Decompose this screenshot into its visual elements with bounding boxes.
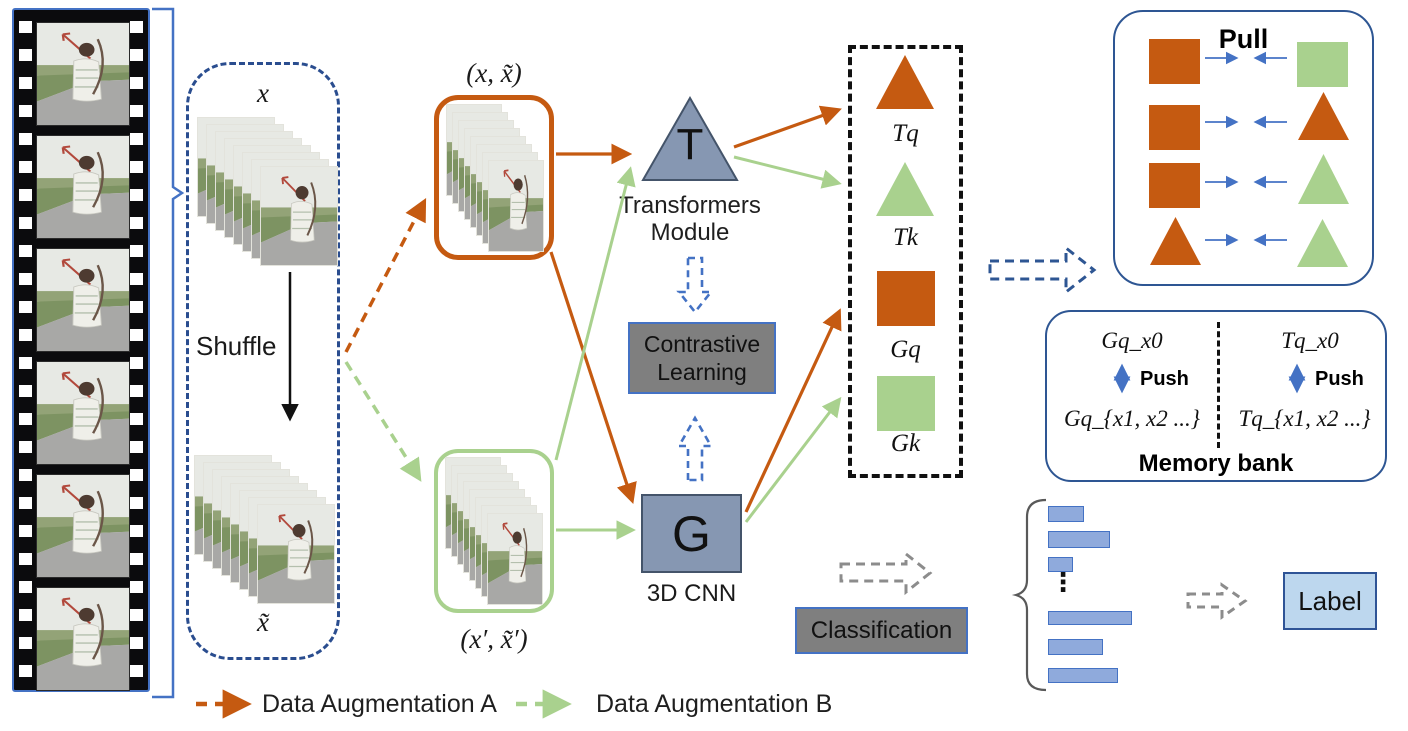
memory-left-query: Gq_x0 (1101, 328, 1163, 353)
features-to-pull-dashed-arrow (988, 244, 1097, 296)
feature-column-box (848, 45, 963, 478)
video-frame-4 (36, 361, 130, 465)
augmented-pair-a-box (434, 95, 554, 260)
video-frame-6 (36, 587, 130, 691)
pair-b-stack (445, 457, 545, 607)
memory-bank-box: Gq_x0 Push Gq_{x1, x2 ...} Tq_x0 Push Tq… (1045, 310, 1387, 482)
transformer-to-tq-arrow (733, 105, 842, 149)
score-bar-1 (1048, 506, 1084, 522)
legend-aug-a-text: Data Augmentation A (262, 690, 497, 718)
pair-b-label: (x′, x̃′) (460, 624, 528, 654)
feature-label-tk: Tk (893, 224, 918, 251)
transformer-to-contrastive-dashed-arrow (676, 256, 714, 315)
clip-x-label: x (257, 78, 269, 108)
legend-aug-b-text: Data Augmentation B (596, 690, 833, 718)
transformer-to-tk-arrow (733, 155, 842, 189)
cnn-to-classification-dashed-arrow (839, 550, 933, 596)
pull-box: Pull (1113, 10, 1374, 286)
pull-row3-right (1298, 154, 1349, 204)
cnn-to-contrastive-dashed-arrow (676, 415, 714, 482)
memory-divider (1217, 322, 1220, 448)
feature-shape-gq (877, 271, 935, 326)
aug-a-dashed-arrow (344, 197, 427, 353)
shuffle-label: Shuffle (196, 331, 277, 361)
memory-right-push-label: Push (1315, 368, 1364, 390)
scores-brace (1011, 498, 1047, 692)
score-bar-4 (1048, 611, 1132, 625)
clip-stack-x (197, 117, 342, 269)
cnn-box: G (641, 494, 742, 573)
film-sprocket-holes-right (130, 15, 143, 685)
aug-b-dashed-arrow (344, 361, 422, 482)
pull-row1-left (1149, 39, 1200, 84)
video-frame-3 (36, 248, 130, 352)
memory-bank-caption: Memory bank (1138, 450, 1294, 477)
contrastive-learning-box: Contrastive Learning (628, 322, 776, 394)
memory-left-push-label: Push (1140, 368, 1189, 390)
clip-x-tilde-label: x̃ (257, 607, 269, 637)
cnn-to-gk-arrow (744, 396, 842, 523)
pull-row1-right (1297, 42, 1348, 87)
memory-left-bank: Gq_{x1, x2 ...} (1064, 406, 1200, 431)
pair-a-stack (446, 104, 546, 254)
score-bar-5 (1048, 639, 1103, 655)
classification-box: Classification (795, 607, 968, 654)
feature-label-gq: Gq (890, 336, 921, 363)
feature-shape-tq (876, 55, 934, 109)
pair-a-label: (x, x̃) (466, 58, 522, 88)
transformer-symbol: T (676, 120, 704, 169)
feature-shape-gk (877, 376, 935, 431)
scores-to-label-dashed-arrow (1186, 582, 1248, 620)
video-frame-5 (36, 474, 130, 578)
video-frame-1 (36, 22, 130, 126)
transformer-triangle (641, 96, 739, 181)
video-frame-2 (36, 135, 130, 239)
label-box: Label (1283, 572, 1377, 630)
pair-a-to-cnn-arrow (549, 251, 637, 504)
pull-row3-left (1149, 163, 1200, 208)
pull-title: Pull (1218, 24, 1269, 54)
memory-right-bank: Tq_{x1, x2 ...} (1238, 406, 1371, 431)
video-film-strip (12, 8, 150, 692)
score-bar-6 (1048, 668, 1118, 683)
film-sprocket-holes-left (19, 15, 32, 685)
clip-sampling-box (186, 62, 340, 660)
pull-row4-right (1297, 219, 1348, 267)
pull-row2-right (1298, 92, 1349, 140)
pull-row2-left (1149, 105, 1200, 150)
augmented-pair-b-box (434, 449, 554, 613)
pull-row4-left (1150, 217, 1201, 265)
feature-label-tq: Tq (892, 120, 919, 147)
score-ellipsis: ⋮ (1050, 567, 1076, 597)
score-bar-2 (1048, 531, 1110, 548)
film-strip-bracket (152, 7, 185, 699)
feature-shape-tk (876, 162, 934, 216)
score-bar-3 (1048, 557, 1073, 572)
transformer-name: Transformers Module (619, 192, 761, 246)
memory-right-query: Tq_x0 (1281, 328, 1339, 353)
feature-label-gk: Gk (890, 430, 921, 457)
cnn-name: 3D CNN (646, 580, 737, 607)
clip-stack-x-tilde (194, 455, 339, 607)
